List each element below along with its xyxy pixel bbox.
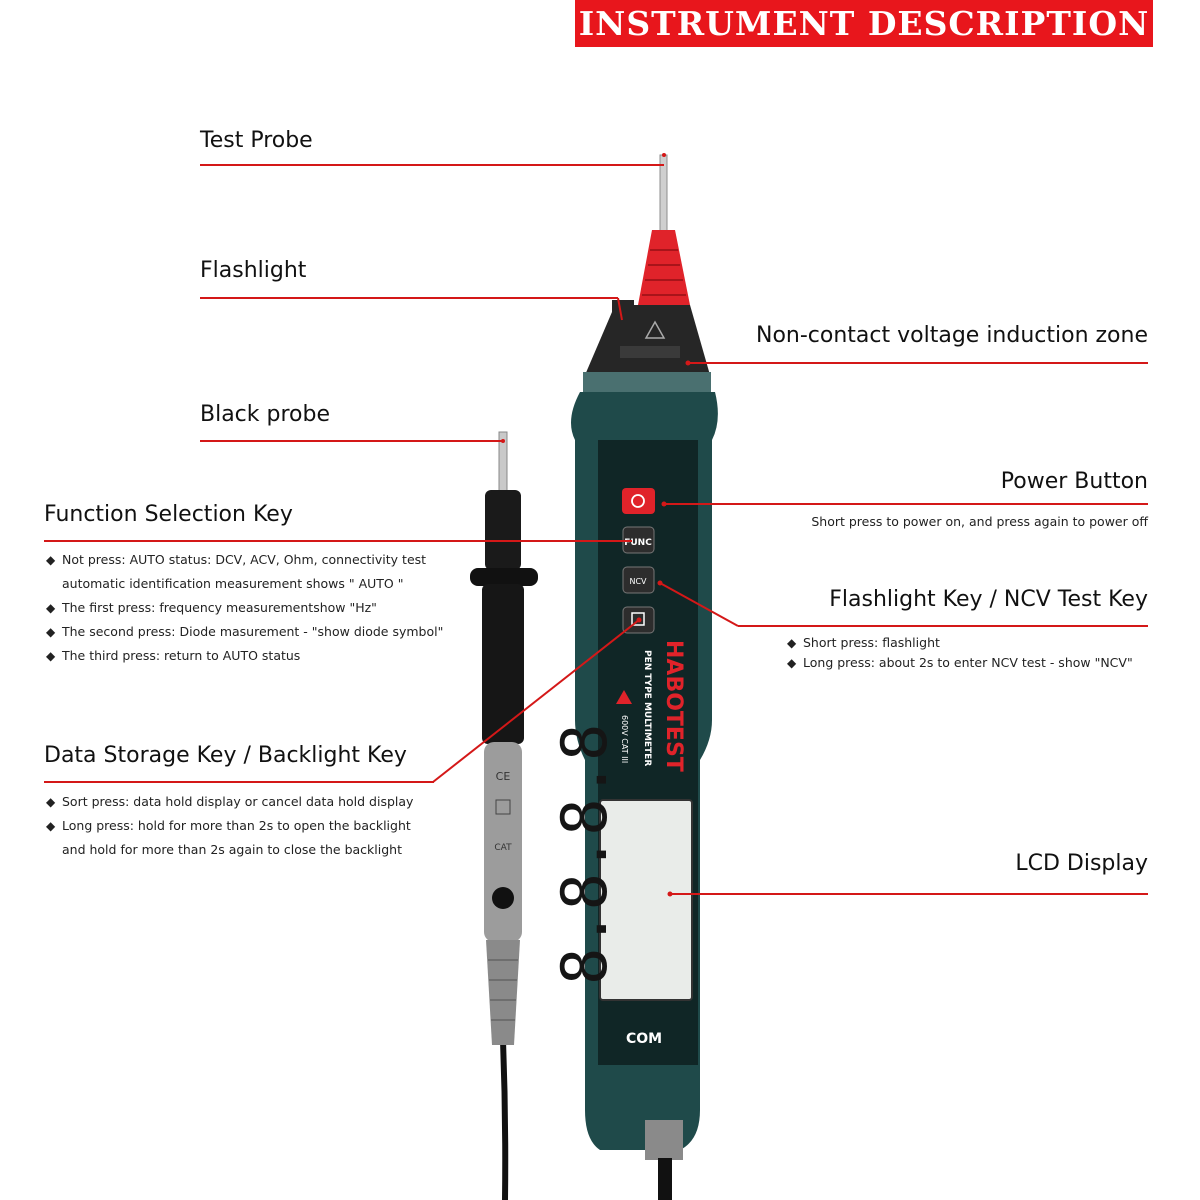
list-item: Not press: AUTO status: DCV, ACV, Ohm, c… (46, 548, 443, 572)
svg-text:FUNC: FUNC (624, 538, 652, 548)
ncv-zone-leader (688, 362, 1148, 364)
flashlight-ncv-key (622, 566, 655, 594)
model-text: PEN TYPE MULTIMETER (642, 650, 652, 766)
list-item: and hold for more than 2s again to close… (62, 842, 402, 857)
lcd-screen (599, 799, 693, 1001)
danger-triangle-icon (616, 690, 632, 704)
instrument-description-banner: INSTRUMENT DESCRIPTION (575, 0, 1153, 47)
device-cable (658, 1158, 672, 1200)
test-probe-label: Test Probe (200, 128, 313, 153)
flashlight-ncv-description: Short press: flashlight Long press: abou… (787, 633, 1133, 673)
brand-text: HABOTEST (661, 640, 686, 772)
probe-square-mark (495, 799, 511, 815)
function-selection-description: Not press: AUTO status: DCV, ACV, Ohm, c… (46, 548, 443, 668)
black-probe-tip (485, 490, 521, 570)
com-label: COM (626, 1031, 662, 1047)
warning-triangle-icon (644, 320, 666, 339)
power-button (622, 488, 655, 514)
list-item: The first press: frequency measurementsh… (46, 596, 443, 620)
function-selection-leader (44, 540, 444, 542)
black-probe-label: Black probe (200, 402, 331, 427)
list-item: automatic identification measurement sho… (62, 576, 404, 591)
flashlight-ncv-leader (738, 625, 1148, 627)
red-probe-tip (638, 230, 690, 305)
black-probe-handle (482, 584, 524, 744)
list-item: Long press: about 2s to enter NCV test -… (787, 653, 1133, 673)
probe-ce-mark: CE (496, 770, 511, 783)
flashlight-leader (200, 297, 618, 299)
power-button-description: Short press to power on, and press again… (811, 514, 1148, 529)
function-selection-key-label: Function Selection Key (44, 502, 293, 527)
ncv-label-plate (620, 346, 680, 358)
lcd-display-leader (670, 893, 1148, 895)
list-item: The second press: Diode masurement - "sh… (46, 620, 443, 644)
test-probe-leader (200, 164, 664, 166)
lcd-digits: 8.8.8.8 (548, 724, 621, 985)
probe-hole (492, 887, 514, 909)
svg-text:NCV: NCV (629, 577, 647, 586)
list-item: The third press: return to AUTO status (46, 644, 443, 668)
list-item: Sort press: data hold display or cancel … (46, 790, 413, 814)
flashlight-window (612, 300, 634, 318)
black-probe-guard (470, 568, 538, 586)
data-storage-leader (44, 781, 434, 783)
list-item: Short press: flashlight (787, 633, 1133, 653)
ncv-cap (585, 305, 710, 375)
black-probe-grip (484, 742, 522, 942)
flashlight-ncv-key-label: Flashlight Key / NCV Test Key (829, 587, 1148, 612)
black-probe-leader (200, 440, 503, 442)
lcd-display-label: LCD Display (1015, 851, 1148, 876)
flashlight-label: Flashlight (200, 258, 307, 283)
probe-cat-mark: CAT (494, 843, 512, 853)
data-storage-description: Sort press: data hold display or cancel … (46, 790, 413, 862)
black-probe-cable (500, 1039, 509, 1200)
data-storage-key-label: Data Storage Key / Backlight Key (44, 743, 407, 768)
list-item: Long press: hold for more than 2s to ope… (46, 814, 413, 838)
red-probe-needle (659, 154, 668, 236)
power-button-leader (664, 503, 1148, 505)
device-cable-boot (645, 1120, 683, 1160)
device-collar (583, 372, 711, 392)
power-button-label: Power Button (1000, 469, 1148, 494)
black-probe-boot (486, 940, 520, 1045)
ncv-zone-label: Non-contact voltage induction zone (756, 323, 1148, 348)
rating-text: 600V CAT III (620, 715, 629, 763)
